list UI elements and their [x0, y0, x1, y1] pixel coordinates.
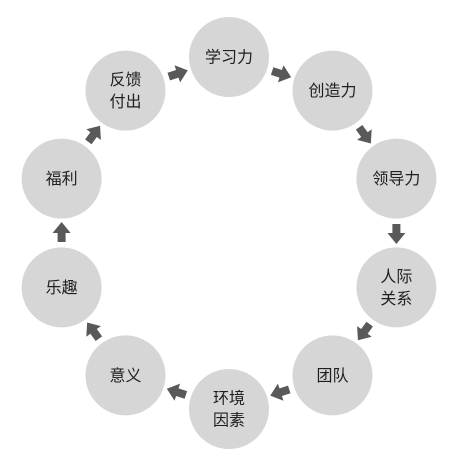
node-label-team: 团队: [316, 366, 348, 385]
flow-arrow-learning-to-creativity: [270, 65, 292, 83]
node-circle-team: [292, 335, 373, 416]
node-label-environment-line-2: 因素: [213, 411, 245, 430]
flow-arrow-welfare-to-feedback: [85, 125, 101, 145]
flow-arrow-creativity-to-leadership: [355, 124, 372, 144]
node-label-feedback-line-1: 反馈: [109, 70, 141, 89]
node-team: 团队: [292, 335, 373, 416]
node-label-leadership: 领导力: [372, 169, 420, 188]
node-label-welfare: 福利: [46, 169, 78, 188]
node-label-environment-line-1: 环境: [213, 389, 245, 408]
node-meaning: 意义: [85, 335, 166, 416]
node-circle-fun: [21, 247, 102, 328]
flow-arrow-meaning-to-fun: [86, 322, 103, 342]
node-learning: 学习力: [189, 17, 269, 97]
flow-arrow-environment-to-meaning: [166, 383, 188, 401]
node-label-meaning: 意义: [109, 366, 141, 385]
node-circle-feedback: [85, 50, 166, 131]
node-circle-meaning: [85, 335, 166, 416]
node-label-relationships-line-2: 关系: [380, 289, 412, 308]
node-label-relationships-line-1: 人际: [380, 267, 412, 286]
flow-arrow-team-to-environment: [270, 383, 291, 401]
node-circle-learning: [189, 17, 269, 97]
node-label-fun: 乐趣: [46, 278, 78, 297]
flow-arrow-feedback-to-learning: [167, 65, 188, 83]
node-creativity: 创造力: [292, 50, 373, 131]
flow-arrow-fun-to-welfare: [52, 222, 71, 242]
node-circle-creativity: [292, 50, 373, 131]
node-label-feedback-line-2: 付出: [109, 92, 141, 111]
node-circle-environment: [189, 369, 269, 449]
node-leadership: 领导力: [356, 138, 437, 219]
flow-arrow-leadership-to-relationships: [387, 224, 406, 244]
node-circle-leadership: [356, 138, 437, 219]
node-circle-welfare: [21, 138, 102, 219]
node-circle-relationships: [356, 247, 437, 328]
flow-arrow-relationships-to-team: [357, 321, 373, 341]
node-label-creativity: 创造力: [308, 81, 356, 100]
node-welfare: 福利: [21, 138, 102, 219]
node-label-learning: 学习力: [205, 48, 253, 67]
arrows-layer: [52, 65, 406, 401]
node-fun: 乐趣: [21, 247, 102, 328]
